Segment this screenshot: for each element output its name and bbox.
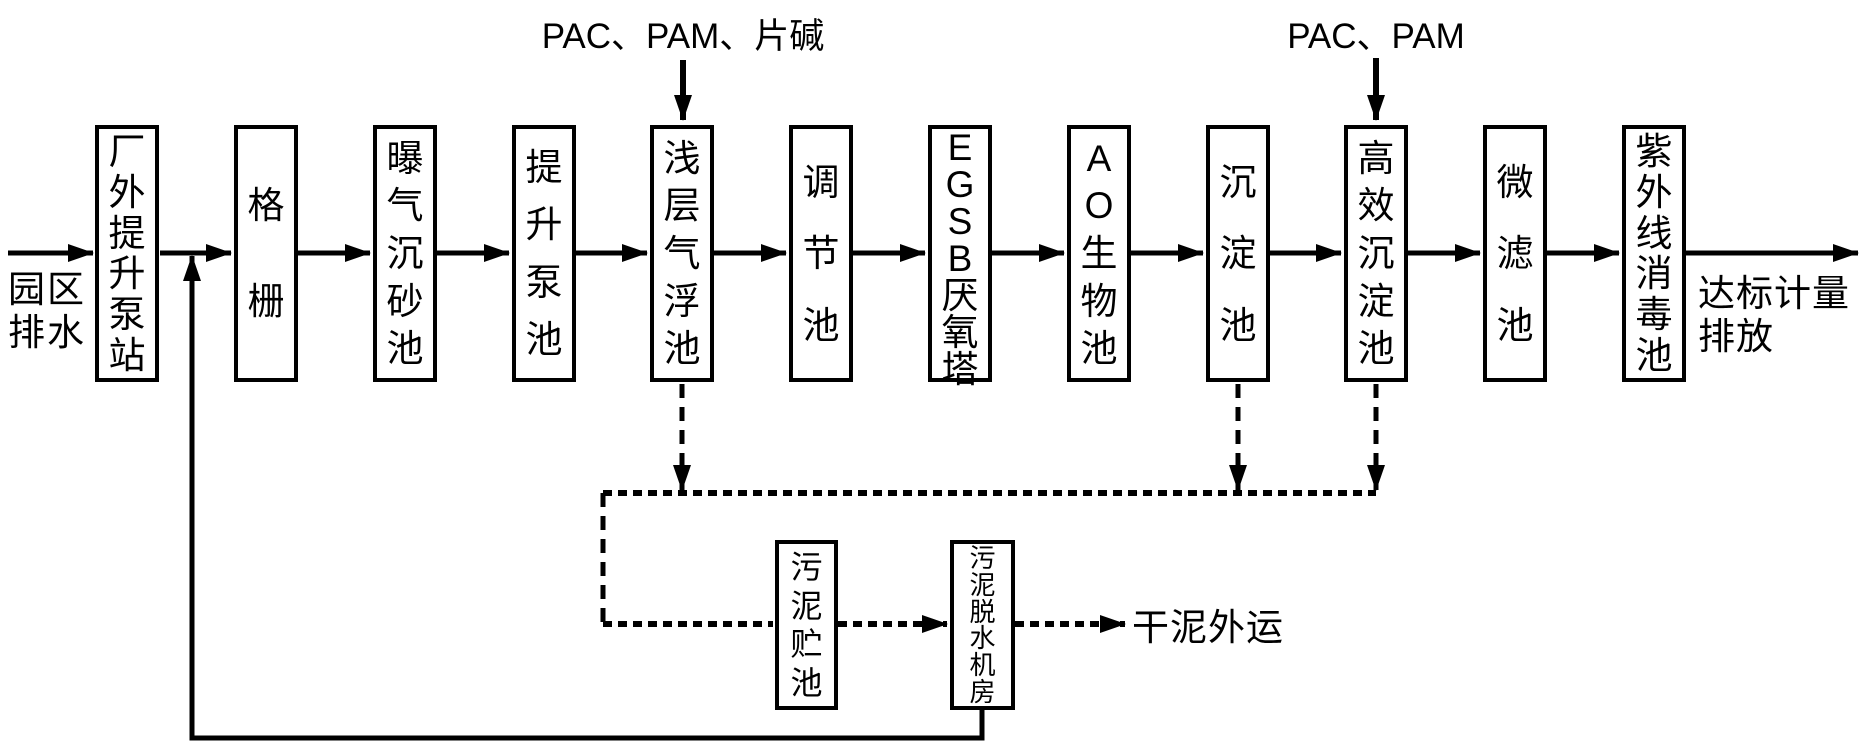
box-label-char: 紫 (1635, 130, 1673, 172)
box-label-char: 砂 (386, 280, 424, 322)
box-label-char: 物 (1080, 280, 1118, 322)
box-label-char: 栅 (247, 280, 285, 322)
box-label-char: 沉 (386, 232, 424, 274)
box-label-char: 氧 (941, 312, 979, 353)
box-label-char: 格 (247, 185, 285, 227)
box-label-char: 池 (1635, 335, 1673, 377)
box-label-char: 层 (663, 185, 701, 227)
box-label-char: 污 (790, 548, 823, 585)
box-label-char: B (947, 238, 973, 279)
box-label-char: 节 (802, 233, 840, 274)
box-label-char: 浅 (663, 137, 701, 179)
box-uv-disinfection-tank: 紫外线消毒池 (1622, 125, 1686, 382)
box-label-char: 池 (1357, 328, 1395, 370)
sludge-drop-lines (600, 384, 1385, 624)
box-label-char: 池 (790, 665, 823, 702)
box-label-char: 沉 (1219, 161, 1257, 203)
inflow-label: 园区 排水 (8, 269, 86, 353)
dosing-arrows (674, 58, 1385, 121)
box-label-char: 泥 (969, 569, 996, 600)
box-label-char: 污 (969, 542, 996, 573)
box-label-char: A (1086, 137, 1112, 179)
box-sludge-storage-tank: 污泥贮池 (775, 540, 838, 710)
box-label-char: 机 (969, 650, 996, 681)
box-sludge-dewatering-room: 污泥脱水机房 (950, 540, 1015, 710)
dosing-label-pac-pam: PAC、PAM (1287, 17, 1465, 56)
box-label-char: 外 (108, 171, 146, 213)
box-sedimentation-tank: 沉淀池 (1206, 125, 1270, 382)
dry-sludge-out-label: 干泥外运 (1132, 607, 1284, 648)
box-label-char: 厌 (941, 275, 979, 316)
dosing-label-pac-pam-caustic: PAC、PAM、片碱 (541, 17, 825, 56)
box-label-char: 沉 (1357, 232, 1395, 274)
sludge-transfer-lines (603, 490, 1376, 633)
box-label-char: 气 (386, 185, 424, 227)
box-label-char: 效 (1357, 185, 1395, 227)
box-label-char: 气 (663, 232, 701, 274)
box-label-char: 池 (1080, 328, 1118, 370)
box-label-char: 池 (802, 304, 840, 346)
box-label-char: 线 (1635, 212, 1673, 254)
box-label-char: 滤 (1496, 233, 1534, 274)
box-label-char: G (945, 164, 975, 205)
box-label-char: 池 (386, 328, 424, 370)
box-label-char: E (947, 127, 973, 168)
box-label-char: 池 (1496, 304, 1534, 346)
box-label-char: 毒 (1635, 294, 1673, 336)
box-label-char: S (947, 201, 973, 242)
box-label-char: 淀 (1219, 233, 1257, 274)
box-micro-filtration-tank: 微滤池 (1483, 125, 1547, 382)
box-label-char: 曝 (386, 137, 424, 179)
filtrate-return-line (183, 255, 985, 741)
box-label-char: 池 (663, 328, 701, 370)
box-shallow-air-flotation-tank: 浅层气浮池 (650, 125, 714, 382)
box-label-char: 外 (1635, 171, 1673, 213)
box-label-char: O (1084, 185, 1114, 227)
box-external-lift-pump-station: 厂外提升泵站 (95, 125, 159, 382)
box-label-char: 升 (525, 204, 563, 246)
box-label-char: 调 (802, 161, 840, 203)
box-high-efficiency-sedimentation-tank: 高效沉淀池 (1344, 125, 1408, 382)
box-label-char: 高 (1357, 137, 1395, 179)
box-label-char: 消 (1635, 253, 1673, 295)
box-label-char: 站 (108, 335, 146, 377)
box-label-char: 升 (108, 253, 146, 295)
box-label-char: 提 (108, 212, 146, 254)
box-label-char: 淀 (1357, 280, 1395, 322)
box-label-char: 水 (969, 623, 996, 654)
box-label-char: 提 (525, 147, 563, 189)
box-aerated-grit-chamber: 曝气沉砂池 (373, 125, 437, 382)
box-label-char: 池 (1219, 304, 1257, 346)
box-label-char: 塔 (941, 349, 979, 390)
box-label-char: 浮 (663, 280, 701, 322)
box-label-char: 泥 (790, 587, 823, 624)
box-label-char: 池 (525, 318, 563, 360)
box-label-char: 泵 (525, 261, 563, 303)
outflow-label: 达标计量 排放 (1698, 273, 1850, 357)
box-bar-screen: 格栅 (234, 125, 298, 382)
box-equalization-tank: 调节池 (789, 125, 853, 382)
box-label-char: 厂 (108, 130, 146, 172)
box-label-char: 泵 (108, 294, 146, 336)
box-label-char: 贮 (790, 626, 823, 663)
box-lift-pump-tank: 提升泵池 (512, 125, 576, 382)
box-label-char: 脱 (969, 596, 996, 627)
box-label-char: 房 (969, 677, 996, 708)
box-label-char: 微 (1496, 161, 1534, 203)
box-label-char: 生 (1080, 232, 1118, 274)
